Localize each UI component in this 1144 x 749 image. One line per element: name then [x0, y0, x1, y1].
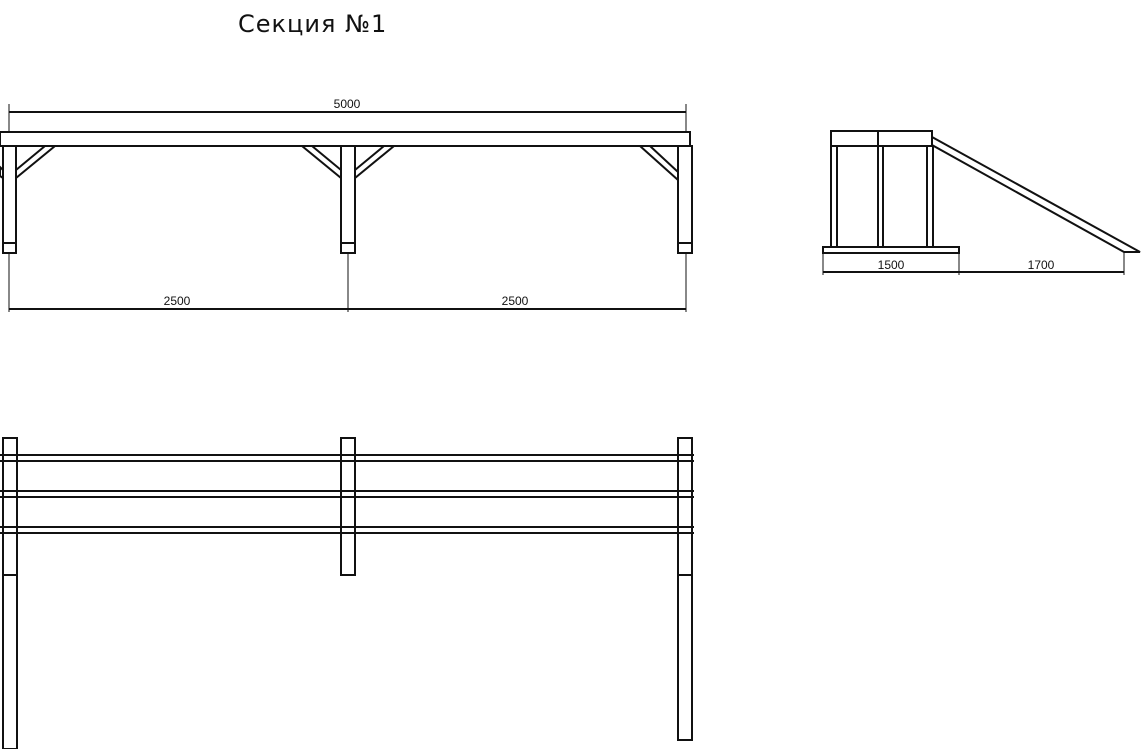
drawing-title: Секция №1: [238, 10, 388, 38]
post-middle: [340, 145, 356, 254]
dimension-label-1700: 1700: [1028, 258, 1055, 272]
side-post-3: [926, 145, 934, 248]
post-left: [2, 145, 17, 254]
dimension-label-2500-right: 2500: [502, 294, 529, 308]
posts: [2, 145, 693, 254]
dimension-5000: 5000: [8, 97, 687, 132]
front-view: 5000 2500 2500: [0, 97, 693, 312]
dimension-label-1500: 1500: [878, 258, 905, 272]
side-base: [822, 246, 960, 254]
rail-post-right: [677, 437, 693, 741]
rail-view: [0, 437, 694, 749]
side-post-2: [877, 145, 884, 248]
braces: [0, 145, 679, 183]
rail-post-middle: [340, 437, 356, 576]
rail-post-left: [2, 437, 18, 749]
rails: [0, 454, 694, 534]
dimension-label-2500-left: 2500: [164, 294, 191, 308]
post-right: [677, 145, 693, 254]
top-beam: [0, 131, 691, 147]
span-dimensions: 2500 2500: [8, 253, 687, 312]
side-top-beam-right: [877, 130, 933, 147]
side-view: 1500 1700: [822, 130, 1141, 275]
side-post-1: [830, 145, 838, 248]
ramp: [931, 135, 1141, 253]
side-top-beam-left: [830, 130, 879, 147]
dimension-label-5000: 5000: [334, 97, 361, 111]
